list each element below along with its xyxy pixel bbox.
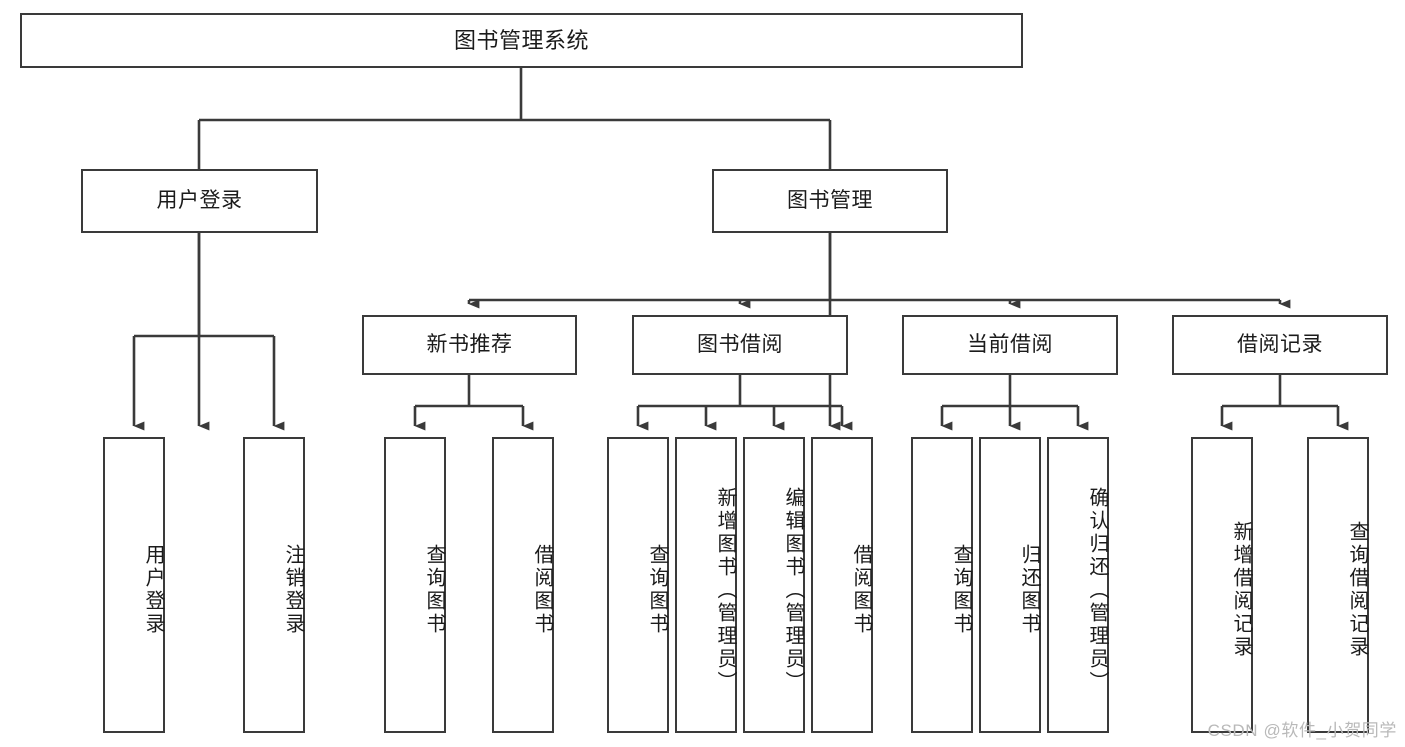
node-leaf-borrow-book-1-label: 借阅图书 [531,544,553,636]
node-current-borrow-label: 当前借阅 [967,332,1053,356]
node-leaf-confirm-return[interactable]: 确认归还（管理员） [1047,437,1109,733]
node-leaf-query-book-3-label: 查询图书 [950,544,972,636]
node-leaf-borrow-book-1[interactable]: 借阅图书 [492,437,554,733]
node-book-borrow[interactable]: 图书借阅 [632,315,848,375]
node-leaf-confirm-return-label: 确认归还（管理员） [1086,486,1108,694]
node-new-book-recommend[interactable]: 新书推荐 [362,315,577,375]
node-leaf-return-book-label: 归还图书 [1018,544,1040,636]
node-user-login[interactable]: 用户登录 [81,169,318,233]
node-leaf-return-book[interactable]: 归还图书 [979,437,1041,733]
watermark-text: CSDN @软件_小贺同学 [1207,721,1397,740]
node-book-borrow-label: 图书借阅 [697,332,783,356]
node-leaf-logout-label: 注销登录 [282,544,304,636]
node-borrow-record[interactable]: 借阅记录 [1172,315,1388,375]
node-leaf-borrow-book-2[interactable]: 借阅图书 [811,437,873,733]
node-book-management[interactable]: 图书管理 [712,169,948,233]
node-leaf-query-book-1-label: 查询图书 [423,544,445,636]
node-leaf-add-record[interactable]: 新增借阅记录 [1191,437,1253,733]
node-leaf-add-book-label: 新增图书（管理员） [714,486,736,694]
node-leaf-user-login[interactable]: 用户登录 [103,437,165,733]
node-leaf-query-book-2[interactable]: 查询图书 [607,437,669,733]
node-leaf-query-book-2-label: 查询图书 [646,544,668,636]
node-book-management-label: 图书管理 [787,188,873,212]
node-leaf-edit-book[interactable]: 编辑图书（管理员） [743,437,805,733]
node-borrow-record-label: 借阅记录 [1237,332,1323,356]
node-leaf-query-record[interactable]: 查询借阅记录 [1307,437,1369,733]
node-leaf-user-login-label: 用户登录 [142,544,164,636]
node-leaf-query-book-3[interactable]: 查询图书 [911,437,973,733]
node-root-label: 图书管理系统 [453,27,589,53]
node-leaf-logout[interactable]: 注销登录 [243,437,305,733]
node-new-book-recommend-label: 新书推荐 [426,332,513,356]
node-current-borrow[interactable]: 当前借阅 [902,315,1118,375]
node-leaf-edit-book-label: 编辑图书（管理员） [782,486,804,694]
node-leaf-query-record-label: 查询借阅记录 [1346,521,1368,659]
node-leaf-add-record-label: 新增借阅记录 [1230,521,1252,659]
node-leaf-borrow-book-2-label: 借阅图书 [850,544,872,636]
node-leaf-query-book-1[interactable]: 查询图书 [384,437,446,733]
node-root[interactable]: 图书管理系统 [20,13,1023,68]
node-user-login-label: 用户登录 [156,188,243,212]
node-leaf-add-book[interactable]: 新增图书（管理员） [675,437,737,733]
